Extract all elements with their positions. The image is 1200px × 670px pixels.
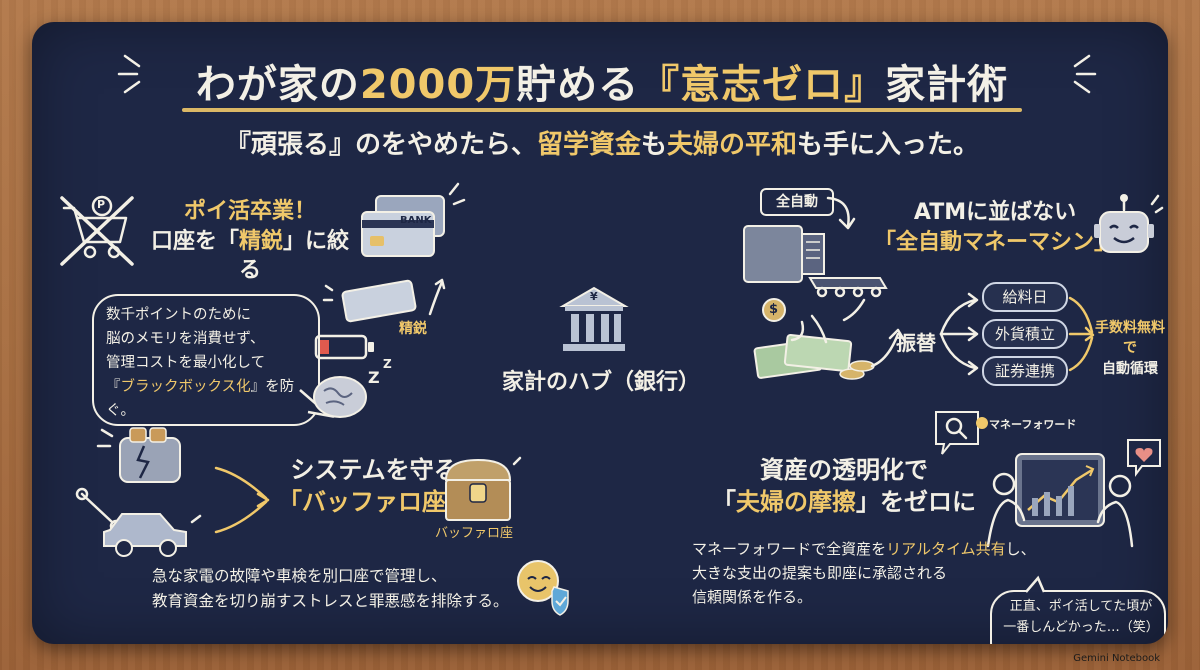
- transfer-label: 振替: [896, 331, 936, 355]
- tired-brain-icon: [313, 376, 367, 418]
- points-speech-bubble: [92, 294, 320, 426]
- heart-bubble-icon: [1127, 439, 1161, 477]
- point-coin-letter: P: [97, 198, 106, 211]
- broken-toaster-icon: [96, 427, 181, 483]
- elite-label: 精鋭: [399, 321, 427, 337]
- transparency-body: マネーフォワードで全資産をリアルタイム共有し、 大きな支出の提案も即座に承認され…: [692, 540, 1036, 606]
- points-bubble-text: 数千ポイントのために 脳のメモリを消費せず、 管理コストを最小化して 『ブラック…: [106, 307, 295, 419]
- transparency-heading: 資産の透明化で 「夫婦の摩擦」をゼロに: [712, 456, 976, 517]
- card-bank-label: BANK: [400, 215, 432, 226]
- money-machine-icon: [743, 225, 888, 298]
- coin-dollar-symbol: $: [769, 302, 779, 317]
- sparkle-right-icon: [1073, 54, 1097, 94]
- car-and-wrench-icon: [75, 487, 202, 557]
- sparkle-left-icon: [117, 54, 141, 94]
- moneyforward-logo-icon: [976, 417, 988, 429]
- arrow-up-to-transfer-icon: [870, 328, 906, 368]
- shopping-cart-crossed-icon: [60, 195, 134, 266]
- buffer-heading: システムを守る 「バッファロ座」: [278, 456, 470, 517]
- converge-arrows-icon: [214, 466, 270, 534]
- chest-label: バッファロ座: [435, 526, 514, 541]
- title-underline: [182, 108, 1022, 112]
- bank-badge-icon: ¥: [590, 290, 598, 303]
- sleep-z-icon: Z: [368, 368, 380, 387]
- app-label: マネーフォワード: [989, 418, 1077, 431]
- pill-securities-link: 証券連携: [982, 356, 1068, 386]
- atm-heading: ATMに並ばない 「全自動マネーマシン」: [873, 200, 1116, 255]
- bank-cards-icon: [361, 182, 466, 257]
- cash-and-coins-icon: [753, 298, 875, 380]
- robot-icon: [1094, 194, 1164, 253]
- transparency-speech-bubble: [990, 590, 1166, 644]
- auto-tag: 全自動: [760, 188, 834, 216]
- transparency-bubble-text: 正直、ポイ活してた頃が 一番しんどかった…（笑）: [1003, 599, 1159, 635]
- branch-arrows-icon: [939, 292, 979, 376]
- low-battery-icon: [314, 334, 374, 360]
- relieved-face-shield-icon: [517, 560, 569, 616]
- merge-arrows-icon: [1068, 296, 1095, 372]
- speech-bubble-tail-2: [1025, 575, 1046, 593]
- curved-arrow-icon: [826, 196, 856, 230]
- magnifier-bubble-icon: [935, 411, 979, 455]
- points-heading: ポイ活卒業！ 口座を「精鋭」に絞る: [150, 199, 350, 284]
- pill-fx-savings: 外貨積立: [982, 319, 1068, 349]
- atm-result: 手数料無料で 自動循環: [1095, 320, 1165, 377]
- pill-payday: 給料日: [982, 282, 1068, 312]
- couple-with-chart-icon: [986, 453, 1134, 548]
- chalkboard: わが家の2000万貯める『意志ゼロ』家計術 『頑張る』のをやめたら、留学資金も夫…: [32, 22, 1168, 644]
- sleep-z-small-icon: Z: [383, 357, 392, 371]
- page-title: わが家の2000万貯める『意志ゼロ』家計術: [195, 62, 1009, 108]
- bank-building-icon: [559, 286, 629, 351]
- hub-label: 家計のハブ（銀行）: [502, 370, 701, 395]
- discarded-card-icon: [322, 278, 446, 323]
- watermark: Gemini Notebook: [1073, 653, 1160, 664]
- page-subtitle: 『頑張る』のをやめたら、留学資金も夫婦の平和も手に入った。: [224, 130, 980, 160]
- treasure-chest-icon: [444, 456, 522, 521]
- buffer-body: 急な家電の故障や車検を別口座で管理し、 教育資金を切り崩すストレスと罪悪感を排除…: [152, 567, 509, 610]
